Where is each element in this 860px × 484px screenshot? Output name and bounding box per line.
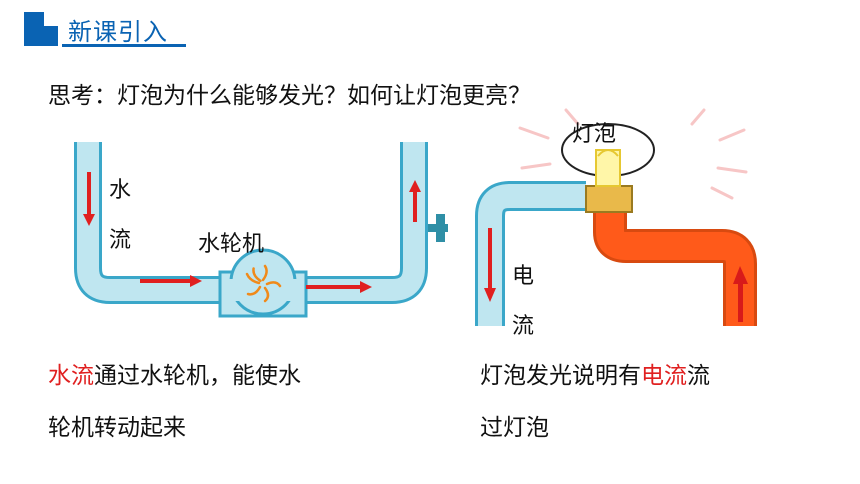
current-arrow-down (484, 228, 496, 302)
water-pipe-diagram (74, 142, 448, 318)
blue-wire (475, 181, 586, 326)
right-caption-pre: 灯泡发光说明有 (480, 363, 641, 389)
flow-arrow-up (409, 180, 421, 222)
light-bulb-icon (561, 123, 655, 187)
slide-title: 新课引入 (68, 18, 168, 46)
water-flow-label-1: 水 (109, 178, 132, 203)
current-arrow-up (733, 266, 748, 322)
logo-icon (24, 12, 58, 46)
water-flow-label-2: 流 (109, 228, 132, 253)
bulb-label: 灯泡 (572, 122, 617, 147)
flow-arrow-down (83, 172, 95, 226)
flow-arrow-right-2 (306, 281, 372, 293)
slide-header: 新课引入 (0, 0, 860, 60)
bulb-circuit-diagram (475, 108, 757, 326)
turbine-wheel-icon (245, 264, 282, 303)
left-caption-rest: 通过水轮机，能使水 (94, 363, 301, 389)
right-caption-line2: 过灯泡 (480, 415, 549, 441)
right-caption-line1: 灯泡发光说明有电流流 (480, 362, 710, 390)
current-label-2: 流 (512, 314, 535, 339)
question-text: 思考：灯泡为什么能够发光？如何让灯泡更亮？ (48, 83, 531, 109)
flow-arrow-right-1 (140, 275, 202, 287)
water-flow-highlight: 水流 (48, 363, 94, 389)
title-underline (62, 44, 186, 47)
light-rays-icon (518, 108, 748, 200)
current-highlight: 电流 (641, 363, 687, 389)
water-wheel-label: 水轮机 (198, 232, 265, 257)
valve-icon (428, 214, 448, 242)
current-label-1: 电 (512, 264, 535, 289)
left-caption-line2: 轮机转动起来 (48, 415, 186, 441)
bulb-socket (585, 185, 633, 213)
orange-wire (593, 208, 757, 326)
left-caption-line1: 水流通过水轮机，能使水 (48, 362, 301, 390)
turbine-housing (218, 248, 308, 318)
right-caption-post: 流 (687, 363, 710, 389)
